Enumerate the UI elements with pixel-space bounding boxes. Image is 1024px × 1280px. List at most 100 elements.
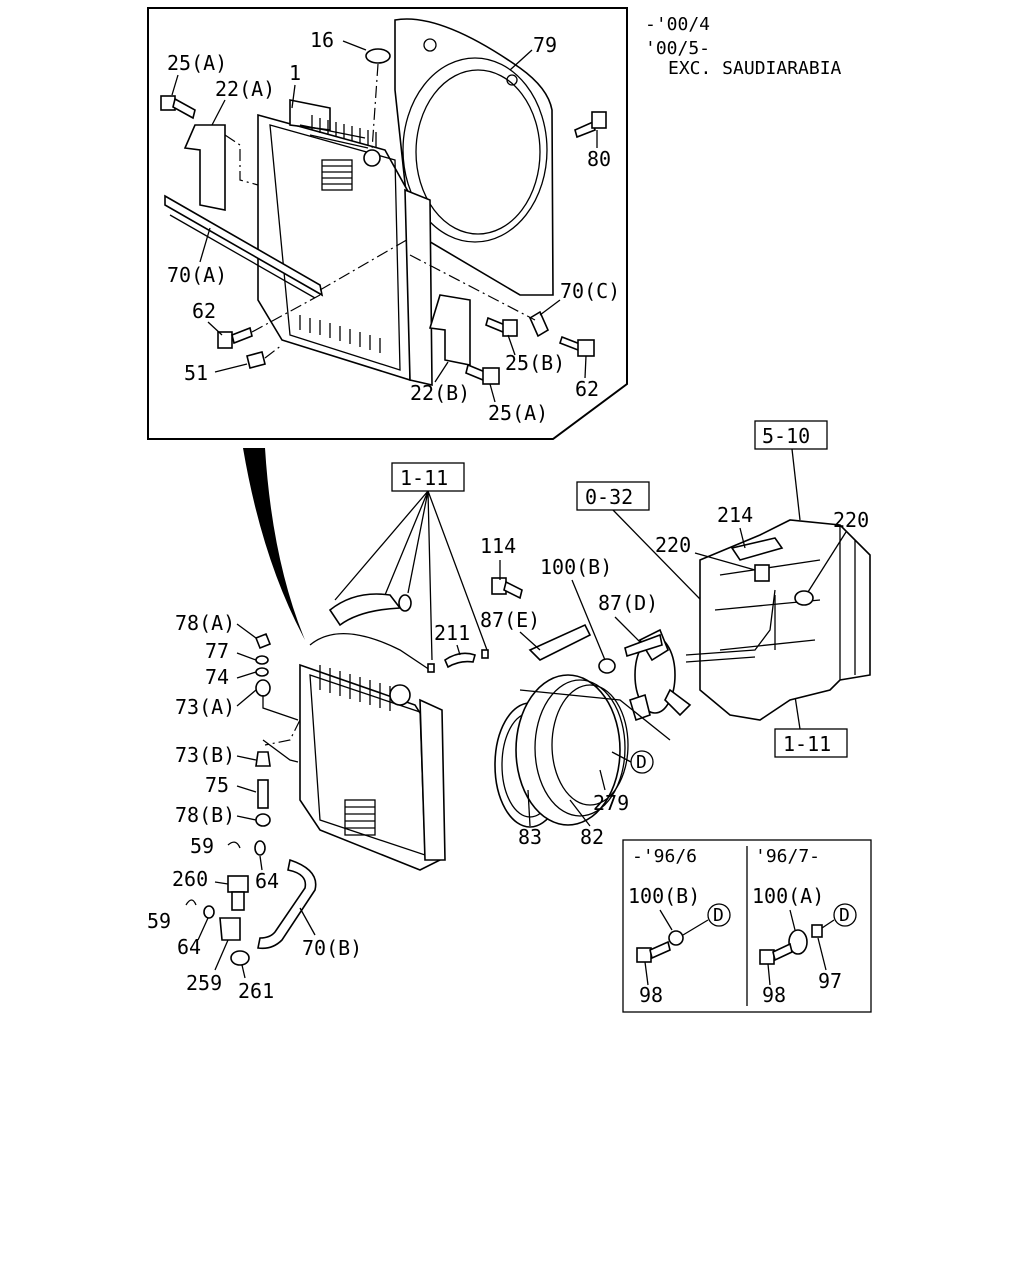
callout-279: 279 <box>593 791 629 815</box>
clip-2 <box>481 649 489 659</box>
callout-73b: 73(B) <box>175 743 235 767</box>
inset-grommet <box>668 930 684 946</box>
bolt-80 <box>574 111 607 139</box>
callout-87e: 87(E) <box>480 608 540 632</box>
pin-59-a <box>227 841 241 849</box>
upper-hose <box>328 593 402 627</box>
callout-78a: 78(A) <box>175 611 235 635</box>
inset-washer-plate <box>788 929 808 955</box>
lower-hose <box>257 858 317 950</box>
callout-260: 260 <box>172 867 208 891</box>
callout-22a: 22(A) <box>215 77 275 101</box>
hardware-stack <box>254 632 272 856</box>
radiator-main <box>299 632 446 871</box>
callout-259: 259 <box>186 971 222 995</box>
callout-77: 77 <box>205 639 229 663</box>
callout-82: 82 <box>580 825 604 849</box>
inset-marker-left <box>707 903 731 927</box>
ref-1-11-a: 1-11 <box>400 466 448 490</box>
callout-214: 214 <box>717 503 753 527</box>
nut-220-b <box>794 590 814 606</box>
bolt-25b <box>485 316 518 337</box>
stay-70c <box>528 310 550 338</box>
inset-marker-right-label: D <box>839 905 850 926</box>
callout-75: 75 <box>205 773 229 797</box>
drain-plug <box>246 351 266 369</box>
inset-right-part: 100(A) <box>752 884 824 908</box>
callout-59-a: 59 <box>190 834 214 858</box>
washer-64-b <box>203 905 215 919</box>
inset-left-part: 100(B) <box>628 884 700 908</box>
inset-left-header: -'96/6 <box>632 846 697 867</box>
bolt-25a-bottom <box>465 363 500 385</box>
callout-78b: 78(B) <box>175 803 235 827</box>
bracket-22b <box>428 294 471 366</box>
callout-73a: 73(A) <box>175 695 235 719</box>
inset-washer-97 <box>811 924 823 938</box>
detail-panel <box>147 7 628 440</box>
bolt-260 <box>227 875 249 911</box>
callout-83: 83 <box>518 825 542 849</box>
callout-74: 74 <box>205 665 229 689</box>
radiator-cap <box>365 48 391 64</box>
note-line-3: EXC. SAUDIARABIA <box>668 58 842 79</box>
variant-inset: -'96/6 '96/7- 100(B) 98 D 100(A) 98 97 D <box>622 839 872 1013</box>
inset-marker-right <box>833 903 857 927</box>
callout-64-a: 64 <box>255 869 279 893</box>
inset-right-bolt: 98 <box>762 983 786 1007</box>
callout-62-left: 62 <box>192 299 216 323</box>
bolt-62-left <box>217 326 253 349</box>
callout-220-b: 220 <box>833 508 869 532</box>
detail-pointer <box>243 448 305 640</box>
callout-1: 1 <box>289 61 301 85</box>
callout-25b: 25(B) <box>505 351 565 375</box>
callout-80: 80 <box>587 147 611 171</box>
callout-261: 261 <box>238 979 274 1003</box>
bracket-214 <box>730 537 784 561</box>
callout-51: 51 <box>184 361 208 385</box>
callout-70a: 70(A) <box>167 263 227 287</box>
inset-right-washer: 97 <box>818 969 842 993</box>
bolt-114 <box>491 577 523 600</box>
callout-79: 79 <box>533 33 557 57</box>
nut-261 <box>230 950 250 966</box>
grommet-100b <box>598 658 616 674</box>
bracket-87e <box>528 623 592 661</box>
bolt-25a-top <box>160 95 196 120</box>
callout-70c: 70(C) <box>560 279 620 303</box>
callout-25a-bottom: 25(A) <box>488 401 548 425</box>
callout-62-right: 62 <box>575 377 599 401</box>
bracket-22a <box>183 124 226 211</box>
inset-bolt-left <box>636 947 652 963</box>
note-line-1: -'00/4 <box>645 14 710 35</box>
callout-22b: 22(B) <box>410 381 470 405</box>
inset-left-bolt: 98 <box>639 983 663 1007</box>
callout-16: 16 <box>310 28 334 52</box>
ref-1-11-b: 1-11 <box>783 732 831 756</box>
bracket-259 <box>219 917 241 941</box>
callout-59-b: 59 <box>147 909 171 933</box>
bolt-220-a <box>754 564 770 582</box>
pin-59-b <box>185 899 197 906</box>
ref-5-10: 5-10 <box>762 424 810 448</box>
ref-box-1-11-b <box>774 728 848 758</box>
marker-d-label: D <box>636 752 647 773</box>
hose-211 <box>444 652 476 669</box>
callout-220-a: 220 <box>655 533 691 557</box>
inset-right-header: '96/7- <box>755 846 820 867</box>
engine-block <box>699 519 871 721</box>
callout-114: 114 <box>480 534 516 558</box>
hose-clamp <box>398 594 412 612</box>
pipe-0-32 <box>685 589 776 656</box>
note-line-2: '00/5- <box>645 38 710 59</box>
callout-70b: 70(B) <box>302 936 362 960</box>
fan-shroud <box>394 18 554 296</box>
clip-1 <box>427 663 435 673</box>
stay-70a <box>164 194 324 297</box>
bolt-62-right <box>559 335 595 357</box>
inset-bolt-right <box>759 949 775 965</box>
inset-marker-left-label: D <box>713 905 724 926</box>
bracket-87d <box>624 633 663 658</box>
ref-0-32: 0-32 <box>585 485 633 509</box>
